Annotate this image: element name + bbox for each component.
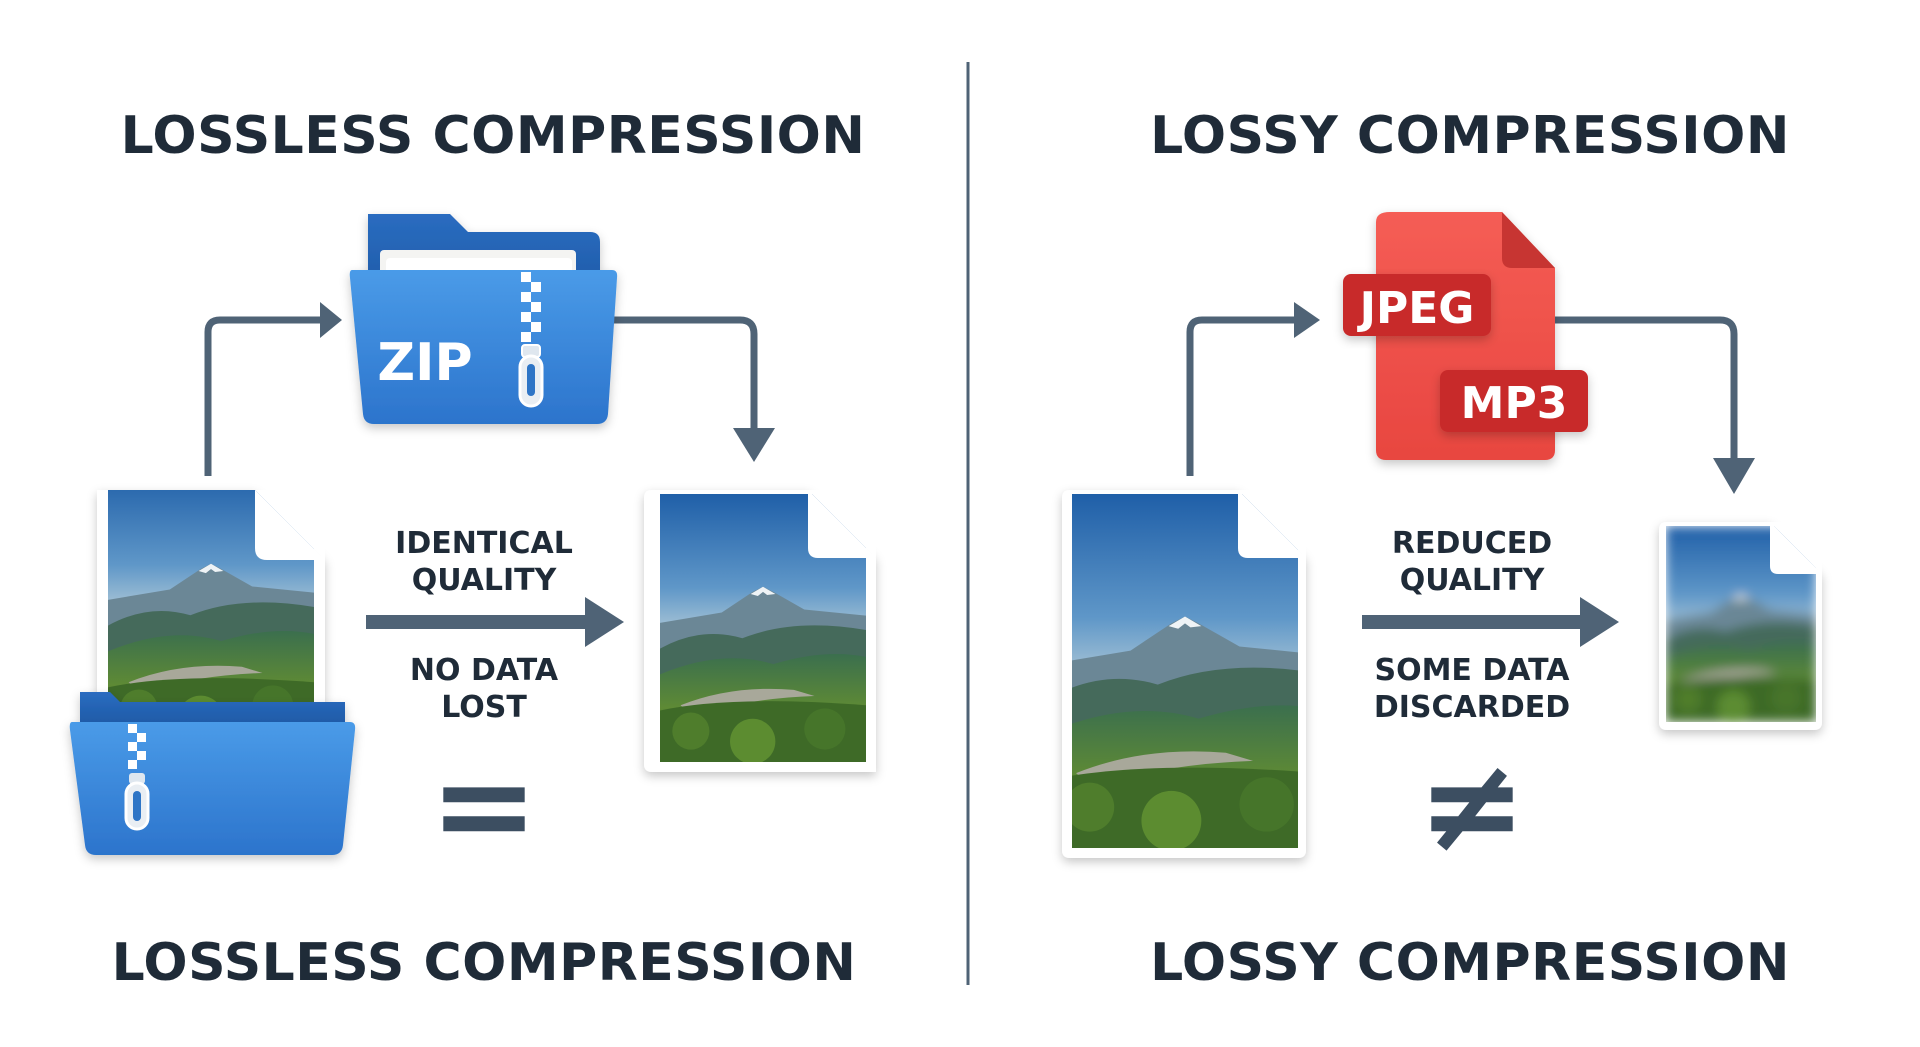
zip-folder-small-icon [69,692,356,855]
lossy-data-line1: SOME DATA [1374,653,1570,688]
equals-symbol: = [430,729,539,881]
jpeg-tag: JPEG [1343,274,1491,336]
lossless-arrow-up [204,316,330,476]
lossy-arrow-up [1186,316,1300,476]
zipper-icon [518,272,544,408]
lossy-arrow-down [1555,316,1738,470]
lossless-quality-line1: IDENTICAL [395,526,573,561]
lossy-title-bottom: LOSSY COMPRESSION [1150,933,1790,993]
lossless-quality-line2: QUALITY [412,563,558,598]
compressed-file-icon [1659,522,1822,730]
lossy-title-top: LOSSY COMPRESSION [1150,106,1790,166]
mp3-tag: MP3 [1440,370,1588,432]
lossless-title-top: LOSSLESS COMPRESSION [121,106,866,166]
lossy-quality-line1: REDUCED [1392,526,1552,561]
lossy-arrowhead-down [1713,458,1755,494]
mp3-label: MP3 [1461,378,1568,429]
lossy-arrowhead-up [1294,302,1320,338]
jpeg-label: JPEG [1357,283,1475,334]
lossless-arrowhead-down [733,428,775,462]
lossless-arrowhead-up [320,302,342,338]
original-file-icon [97,490,325,720]
not-equal-symbol: ≠ [1418,729,1527,881]
lossy-arrow-right [1362,597,1619,647]
lossless-arrow-down [610,316,758,440]
lossy-data-line2: DISCARDED [1374,690,1570,725]
zip-folder-icon: ZIP [349,214,618,424]
lossless-title-bottom: LOSSLESS COMPRESSION [112,933,857,993]
restored-file-icon [644,490,876,772]
lossless-data-line1: NO DATA [410,653,559,688]
lossless-data-line2: LOST [441,690,527,725]
zip-label: ZIP [377,333,472,393]
lossy-quality-line2: QUALITY [1400,563,1546,598]
lossless-arrow-right [366,597,624,647]
lossy-original-file-icon [1062,490,1306,858]
